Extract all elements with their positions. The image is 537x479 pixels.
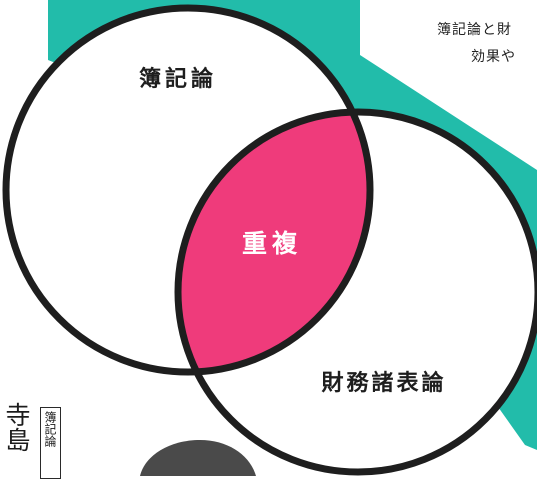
circle-right-outline (174, 108, 537, 476)
circle-right-label: 財務諸表論 (321, 370, 446, 396)
overlap-label: 重複 (242, 229, 302, 258)
teal-banner-shape (48, 0, 537, 450)
caption-line-2: 効果や (471, 49, 516, 65)
circle-left-label: 簿記論 (139, 66, 217, 92)
caption-line-1: 簿記論と財 (437, 22, 512, 38)
person-photo-hair (140, 440, 256, 476)
circle-left-outline (2, 4, 374, 376)
person-subject-tag: 簿記論 (40, 407, 61, 479)
person-name: 寺島 (2, 402, 31, 452)
